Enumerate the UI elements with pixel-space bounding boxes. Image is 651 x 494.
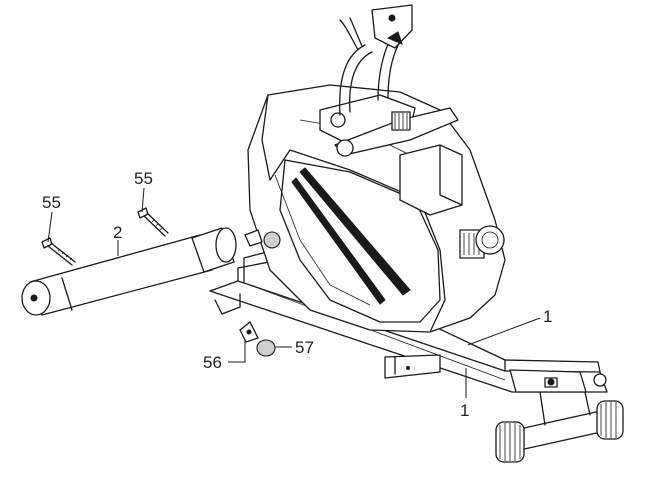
callout-2: 2 — [113, 223, 122, 242]
under-bracket — [384, 354, 441, 379]
bolt-55-left — [41, 237, 76, 266]
bolt-55-right — [137, 207, 169, 237]
front-stabilizer — [495, 391, 624, 463]
callout-55-left: 55 — [42, 193, 61, 212]
upright-tubes — [339, 4, 413, 116]
callout-1-upper: 1 — [543, 307, 552, 326]
callout-55-right: 55 — [134, 169, 153, 188]
washer-cap-upper — [244, 229, 281, 249]
front-bracket — [509, 369, 607, 393]
cap-57 — [256, 339, 276, 357]
seat-post-bracket — [319, 94, 459, 157]
callout-1-lower: 1 — [460, 401, 469, 420]
callout-57: 57 — [295, 338, 314, 357]
leader-lines — [47, 187, 541, 398]
end-cap-right — [215, 227, 237, 263]
housing-top-box — [399, 144, 463, 216]
callout-56: 56 — [203, 353, 222, 372]
tension-knob — [459, 225, 505, 259]
washer-56 — [239, 321, 259, 343]
front-wheel-right — [596, 400, 624, 440]
rear-stabilizer-tube — [21, 227, 237, 316]
